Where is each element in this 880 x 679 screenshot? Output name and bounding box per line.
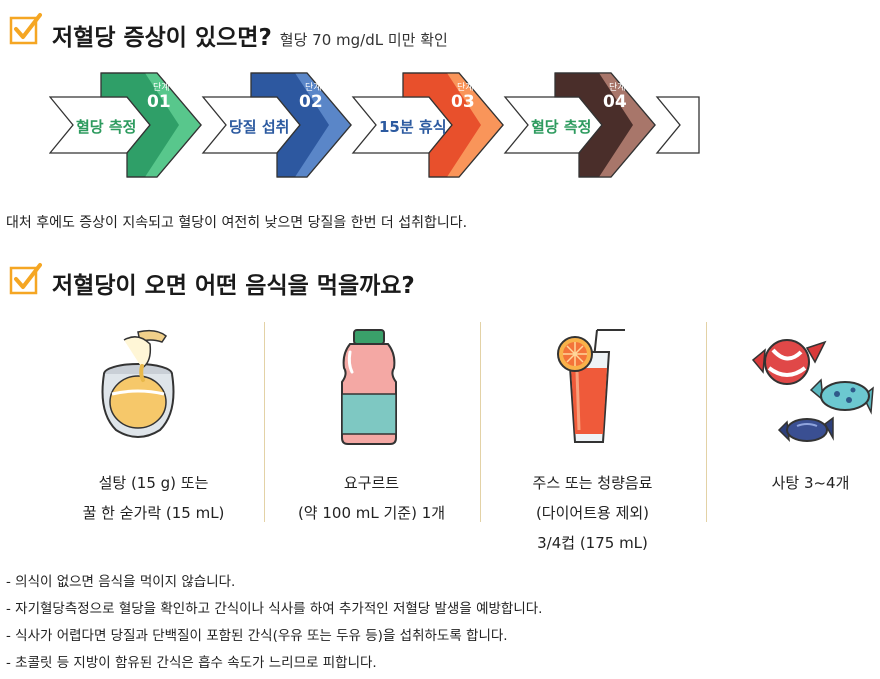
food-item-yogurt: 요구르트 (약 100 mL 기준) 1개: [264, 322, 479, 522]
food-caption: (다이어트용 제외): [535, 504, 650, 522]
food-caption: (약 100 mL 기준) 1개: [297, 504, 446, 522]
column-divider: [706, 322, 707, 522]
food-caption: 설탕 (15 g) 또는: [98, 474, 209, 492]
step-ribbon-3: [402, 72, 504, 178]
column-divider: [480, 322, 481, 522]
step-ribbon-4: [554, 72, 656, 178]
juice-glass-icon: [557, 329, 625, 443]
checkbox-icon: [9, 13, 42, 45]
note-line: - 자기혈당측정으로 혈당을 확인하고 간식이나 식사를 하여 추가적인 저혈당…: [6, 601, 543, 617]
step-label-3: 15분 휴식: [379, 118, 447, 136]
step-label-4: 혈당 측정: [531, 118, 592, 136]
repeat-note: 대처 후에도 증상이 지속되고 혈당이 여전히 낮으면 당질을 한번 더 섭취합…: [6, 215, 468, 231]
note-line: - 의식이 없으면 음식을 먹이지 않습니다.: [6, 574, 236, 590]
column-divider: [264, 322, 265, 522]
food-caption: 3/4컵 (175 mL): [537, 534, 648, 552]
section-title-symptoms: 저혈당 증상이 있으면?혈당 70 mg/dL 미만 확인: [52, 25, 448, 51]
food-caption: 요구르트: [343, 474, 400, 492]
honey-pot-icon: [101, 329, 175, 438]
food-item-honey: 설탕 (15 g) 또는 꿀 한 숟가락 (15 mL): [46, 322, 261, 522]
note-line: - 초콜릿 등 지방이 함유된 간식은 흡수 속도가 느리므로 피합니다.: [6, 655, 377, 671]
note-line: - 식사가 어렵다면 당질과 단백질이 포함된 간식(우유 또는 두유 등)을 …: [6, 628, 508, 644]
checkbox-icon: [9, 263, 42, 295]
section-title-foods: 저혈당이 오면 어떤 음식을 먹을까요?: [52, 273, 415, 299]
step-label-2: 당질 섭취: [229, 118, 290, 136]
yogurt-drink-icon: [341, 329, 397, 445]
food-caption: 사탕 3~4개: [771, 474, 850, 492]
food-caption: 주스 또는 청량음료: [532, 474, 653, 492]
step-label-1: 혈당 측정: [76, 118, 137, 136]
step-ribbon-1: [100, 72, 202, 178]
section-subtitle: 혈당 70 mg/dL 미만 확인: [279, 31, 448, 49]
step-ribbon-2: [250, 72, 352, 178]
candy-icon: [751, 339, 874, 443]
food-item-juice: 주스 또는 청량음료 (다이어트용 제외) 3/4컵 (175 mL): [485, 322, 700, 552]
food-item-candy: 사탕 3~4개: [703, 322, 880, 522]
food-caption: 꿀 한 숟가락 (15 mL): [82, 504, 225, 522]
